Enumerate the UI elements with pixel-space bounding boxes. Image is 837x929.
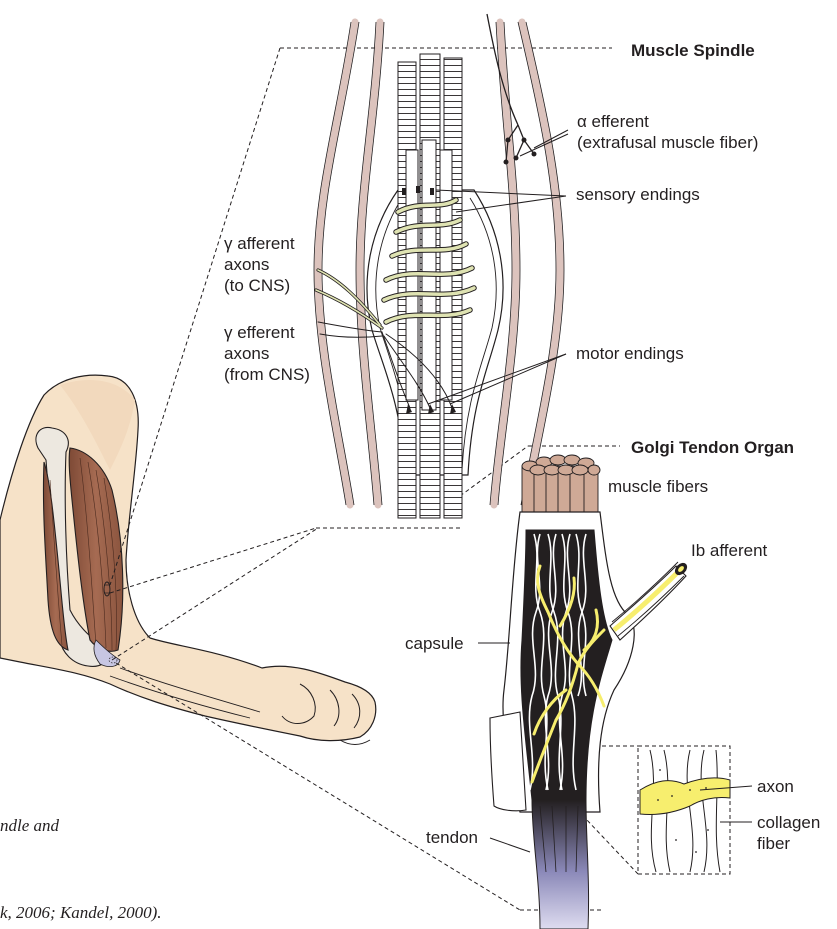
collagen-inset	[640, 750, 730, 872]
caption-line-2: k, 2006; Kandel, 2000).	[0, 903, 161, 923]
muscle-spindle-illustration	[314, 14, 564, 518]
muscle-spindle-title: Muscle Spindle	[631, 40, 755, 61]
gamma-efferent-label: γ efferent axons (from CNS)	[224, 322, 310, 385]
gamma-afferent-label: γ afferent axons (to CNS)	[224, 233, 295, 296]
arm-illustration	[0, 375, 376, 744]
tendon	[532, 800, 589, 929]
motor-endings-label: motor endings	[576, 343, 684, 364]
golgi-tendon-organ-illustration	[490, 455, 730, 929]
ib-afferent-label: Ib afferent	[691, 540, 767, 561]
caption-line-1: ndle and	[0, 816, 59, 836]
muscle-fibers-label: muscle fibers	[608, 476, 708, 497]
golgi-tendon-organ-title: Golgi Tendon Organ	[631, 437, 794, 458]
collagen-fiber-label: collagen fiber	[757, 812, 820, 854]
muscle-fiber-bundle	[522, 455, 600, 514]
capsule-label: capsule	[405, 633, 464, 654]
tendon-label: tendon	[426, 827, 478, 848]
axon-label: axon	[757, 776, 794, 797]
sensory-endings-label: sensory endings	[576, 184, 700, 205]
alpha-efferent-label: α efferent (extrafusal muscle fiber)	[577, 111, 758, 153]
